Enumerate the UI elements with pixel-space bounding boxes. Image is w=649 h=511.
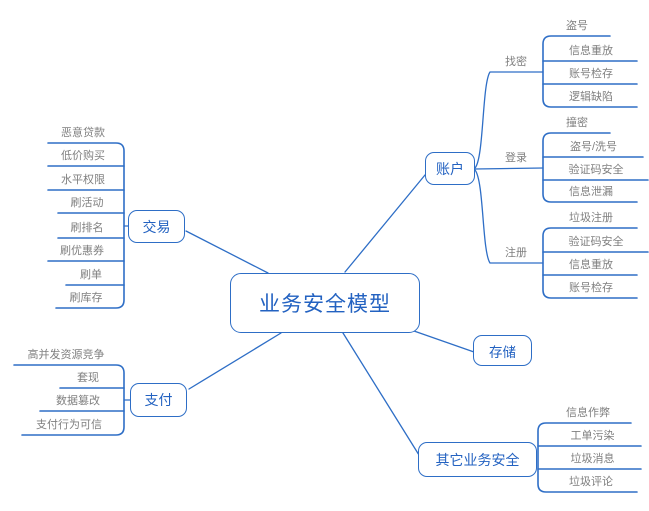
leaf-topic[interactable]: 账号检存 — [569, 68, 613, 80]
leaf-topic[interactable]: 刷优惠券 — [60, 245, 104, 257]
leaf-topic[interactable]: 低价购买 — [61, 150, 105, 162]
leaf-topic[interactable]: 垃圾注册 — [569, 212, 613, 224]
leaf-topic[interactable]: 刷排名 — [70, 222, 104, 234]
leaf-topic[interactable]: 信息重放 — [569, 45, 613, 57]
branch-register — [474, 169, 544, 264]
leaf-topic[interactable]: 工单污染 — [570, 430, 615, 442]
bracket-find-password — [542, 35, 638, 108]
connector-payment — [188, 332, 282, 390]
leaf-topic[interactable]: 高并发资源竞争 — [27, 349, 105, 361]
leaf-topic[interactable]: 刷活动 — [70, 197, 104, 209]
central-topic[interactable]: 业务安全模型 — [230, 273, 420, 333]
leaf-topic[interactable]: 刷库存 — [69, 292, 103, 304]
subtopic-login[interactable]: 登录 — [505, 152, 527, 164]
connector-other — [342, 332, 420, 456]
leaf-topic[interactable]: 盗号 — [566, 20, 588, 32]
topic-other-business[interactable]: 其它业务安全 — [418, 442, 537, 477]
subtopic-find-password[interactable]: 找密 — [505, 56, 527, 68]
leaf-topic[interactable]: 信息泄漏 — [569, 186, 613, 198]
leaf-topic[interactable]: 恶意贷款 — [61, 127, 105, 139]
subtopic-register[interactable]: 注册 — [505, 247, 527, 259]
topic-storage[interactable]: 存储 — [473, 335, 532, 366]
topic-transaction[interactable]: 交易 — [128, 210, 185, 243]
leaf-topic[interactable]: 验证码安全 — [568, 236, 624, 248]
leaf-topic[interactable]: 信息重放 — [569, 259, 613, 271]
bracket-other — [537, 422, 638, 493]
leaf-topic[interactable]: 信息作弊 — [566, 407, 610, 419]
leaf-topic[interactable]: 支付行为可信 — [36, 419, 102, 431]
topic-payment[interactable]: 支付 — [130, 383, 187, 417]
leaf-topic[interactable]: 套现 — [77, 372, 99, 384]
connector-account — [344, 174, 426, 273]
topic-account[interactable]: 账户 — [425, 152, 475, 185]
leaf-topic[interactable]: 数据篡改 — [56, 395, 100, 407]
leaf-topic[interactable]: 垃圾评论 — [569, 476, 613, 488]
leaf-topic[interactable]: 撞密 — [566, 117, 588, 129]
connector-transaction — [185, 230, 269, 274]
bracket-login — [542, 132, 638, 203]
leaf-topic[interactable]: 账号检存 — [569, 282, 613, 294]
leaf-topic[interactable]: 垃圾消息 — [570, 453, 615, 465]
leaf-topic[interactable]: 逻辑缺陷 — [569, 91, 613, 103]
leaf-topic[interactable]: 水平权限 — [61, 174, 105, 186]
connector-storage — [413, 330, 475, 353]
leaf-topic[interactable]: 验证码安全 — [568, 164, 624, 176]
branch-login — [474, 167, 544, 170]
leaf-topic[interactable]: 刷单 — [80, 269, 102, 281]
bracket-register — [542, 227, 638, 299]
branch-find-password — [474, 71, 544, 169]
leaf-topic[interactable]: 盗号/洗号 — [569, 141, 618, 153]
